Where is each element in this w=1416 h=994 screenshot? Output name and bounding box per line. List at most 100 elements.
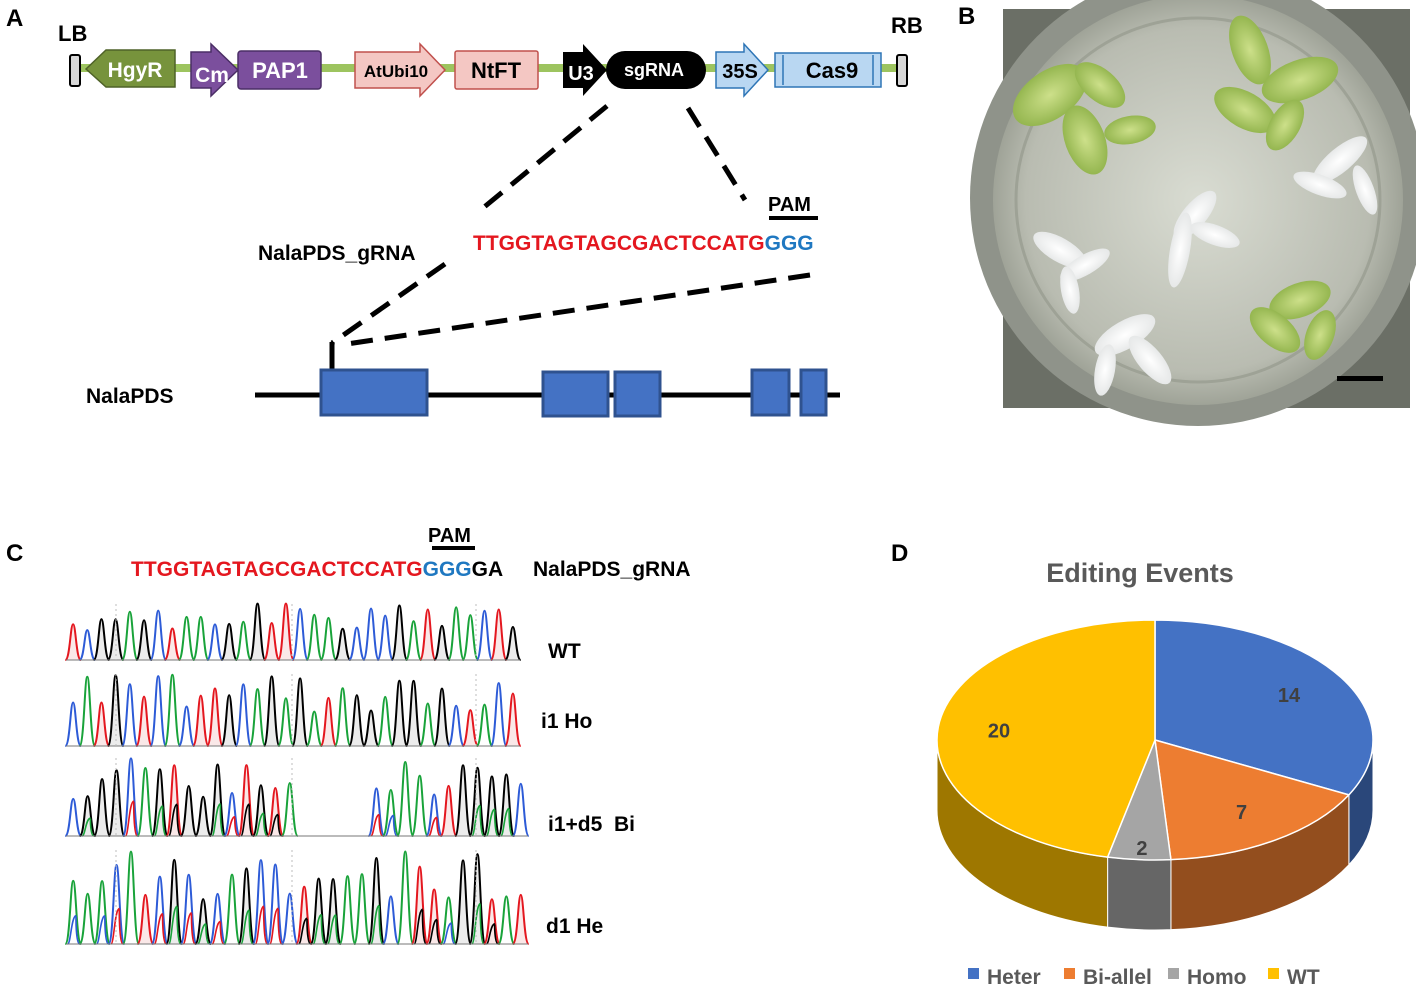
pie-data-label: 2 [1136,838,1147,860]
zoom-line-gene-right [339,272,811,348]
trace-peak [78,892,97,945]
trace-peak [220,622,238,661]
trace-peak [353,873,371,945]
trace-peak [433,687,451,747]
trace-peak [93,880,112,945]
trace-peak [362,709,380,747]
trace-peak [305,613,324,661]
trace-peak [447,704,465,747]
rb-label: RB [891,13,923,38]
chromatogram-trace [64,757,530,840]
trace-peak [135,695,153,747]
trace-peak [489,608,508,661]
trace-peak [475,609,494,661]
albino-plant-right [1293,136,1378,215]
trace-peak [280,781,299,837]
trace-peak [295,885,314,945]
trace-peak [291,677,309,747]
trace-peak [410,774,429,837]
panel-letter-c: C [6,540,23,567]
hgyr-label: HgyR [108,59,163,82]
trace-peak [338,875,357,945]
trace-peak [177,705,196,747]
trace-peak [262,675,281,747]
trace-peak [78,675,97,747]
trace-peak [367,787,386,837]
legend-label-heter: Heter [987,966,1041,989]
lb-border [69,54,81,87]
trace-secondary-peak [167,803,182,837]
trace-peak [223,792,241,837]
trace-secondary-peak [312,913,326,945]
plant-photo [970,0,1416,426]
trace-peak [461,614,480,661]
panel-letter-d: D [891,540,908,567]
legend-label-wt: WT [1287,966,1320,989]
trace-secondary-peak [196,922,210,945]
rb-border [896,54,908,87]
trace-label-wt: WT [548,640,581,663]
pie-data-label: 14 [1278,685,1301,707]
sgrna-cassette [606,51,706,89]
trace-label-d1-he: d1 He [546,915,603,938]
trace-peak [107,863,126,945]
trace-peak [237,867,256,945]
trace-peak [418,702,437,747]
trace-peak [150,875,169,945]
legend-label-homo: Homo [1187,966,1247,989]
trace-secondary-peak [427,918,442,945]
trace-peak [324,878,343,945]
scale-bar [1337,376,1383,381]
panel-c-sequence: TTGGTAGTAGCGACTCCATGGGGGA [131,558,503,581]
trace-peak [418,608,437,661]
trace-peak [396,850,415,945]
trace-peak [497,895,516,945]
trace-secondary-peak [225,815,239,837]
trace-peak [468,853,487,945]
trace-peak [367,856,386,945]
trace-peak [223,873,241,945]
trace-peak [121,683,139,747]
trace-peak [163,627,182,661]
atubi10-label: AtUbi10 [364,62,428,81]
chromatograms [64,602,530,948]
panel-c-grna-label: NalaPDS_gRNA [533,558,691,581]
pam-label-c: PAM [428,525,471,547]
lb-label: LB [58,21,87,46]
gene-label: NalaPDS [86,385,174,408]
trace-peak [177,615,196,661]
panel-c-tail-seq: GA [472,558,504,581]
trace-peak [251,784,270,837]
trace-peak [511,893,530,945]
trace-peak [504,626,522,661]
zoom-line-gene-left [330,261,447,346]
trace-peak [461,709,480,747]
cas9-label: Cas9 [806,58,859,83]
exon-4 [750,368,791,417]
trace-label-i1d5-bi: i1+d5 Bi [548,813,635,836]
pie-slice-biallel [1154,738,1351,861]
trace-peak [511,782,530,837]
pam-label-a: PAM [768,194,811,216]
trace-peak [194,898,213,945]
trace-peak [64,623,82,661]
pie-data-label: 7 [1236,802,1247,824]
cas9-gene [774,52,882,88]
trace-peak [489,682,508,747]
trace-peak [206,623,224,661]
exon-2 [541,370,610,418]
zoom-line-right [685,106,748,202]
trace-peak [348,694,366,747]
trace-peak [319,616,338,661]
albino-plant-center [1168,190,1240,288]
trace-secondary-peak [428,816,441,837]
trace-peak [309,877,328,945]
sgrna-label: sgRNA [624,60,684,80]
trace-peak [208,763,227,837]
trace-peak [447,606,465,661]
trace-peak [390,679,409,747]
chart-title: Editing Events [1046,558,1234,588]
panel-c-pam-seq: GGG [423,558,472,581]
trace-peak [319,696,338,747]
trace-peak [262,622,281,661]
